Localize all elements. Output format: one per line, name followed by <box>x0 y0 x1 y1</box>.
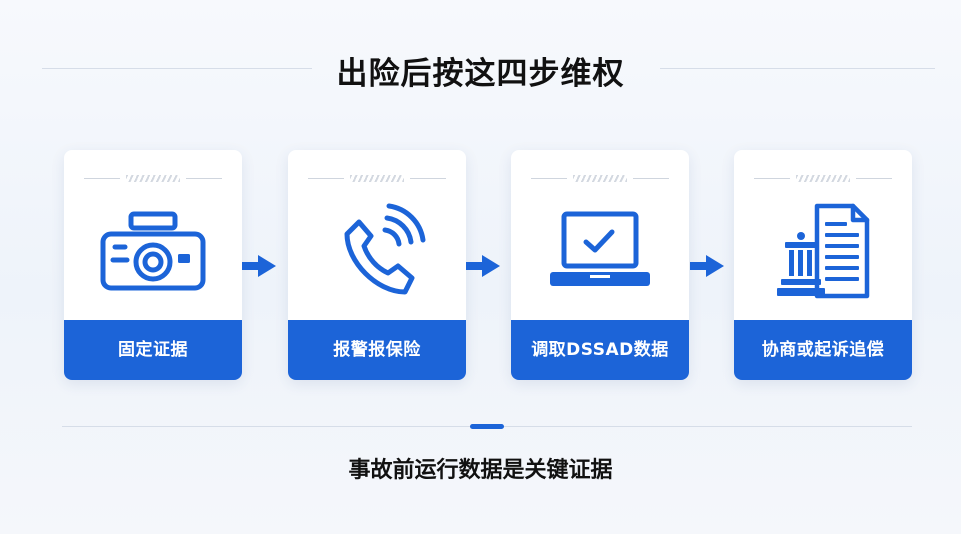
card-decoration <box>734 175 912 183</box>
step-card-4: 协商或起诉追偿 <box>734 150 912 380</box>
divider-accent <box>470 424 504 429</box>
header: 出险后按这四步维权 <box>0 40 961 100</box>
step-label: 协商或起诉追偿 <box>734 320 912 380</box>
card-decoration <box>64 175 242 183</box>
page-title: 出险后按这四步维权 <box>336 56 625 92</box>
dashcam-icon <box>100 211 206 291</box>
step-label: 固定证据 <box>64 320 242 380</box>
step-label: 报警报保险 <box>288 320 466 380</box>
card-decoration <box>511 175 689 183</box>
arrow-right-icon <box>466 255 500 277</box>
title-divider-left <box>42 68 312 69</box>
title-divider-right <box>660 68 935 69</box>
step-card-3: 调取DSSAD数据 <box>511 150 689 380</box>
monitor-check-icon <box>550 211 650 286</box>
step-label: 调取DSSAD数据 <box>511 320 689 380</box>
caption: 事故前运行数据是关键证据 <box>348 458 613 483</box>
card-decoration <box>288 175 466 183</box>
step-card-2: 报警报保险 <box>288 150 466 380</box>
arrow-right-icon <box>690 255 724 277</box>
step-card-1: 固定证据 <box>64 150 242 380</box>
legal-document-icon <box>777 203 870 299</box>
phone-call-icon <box>344 203 426 295</box>
arrow-right-icon <box>242 255 276 277</box>
